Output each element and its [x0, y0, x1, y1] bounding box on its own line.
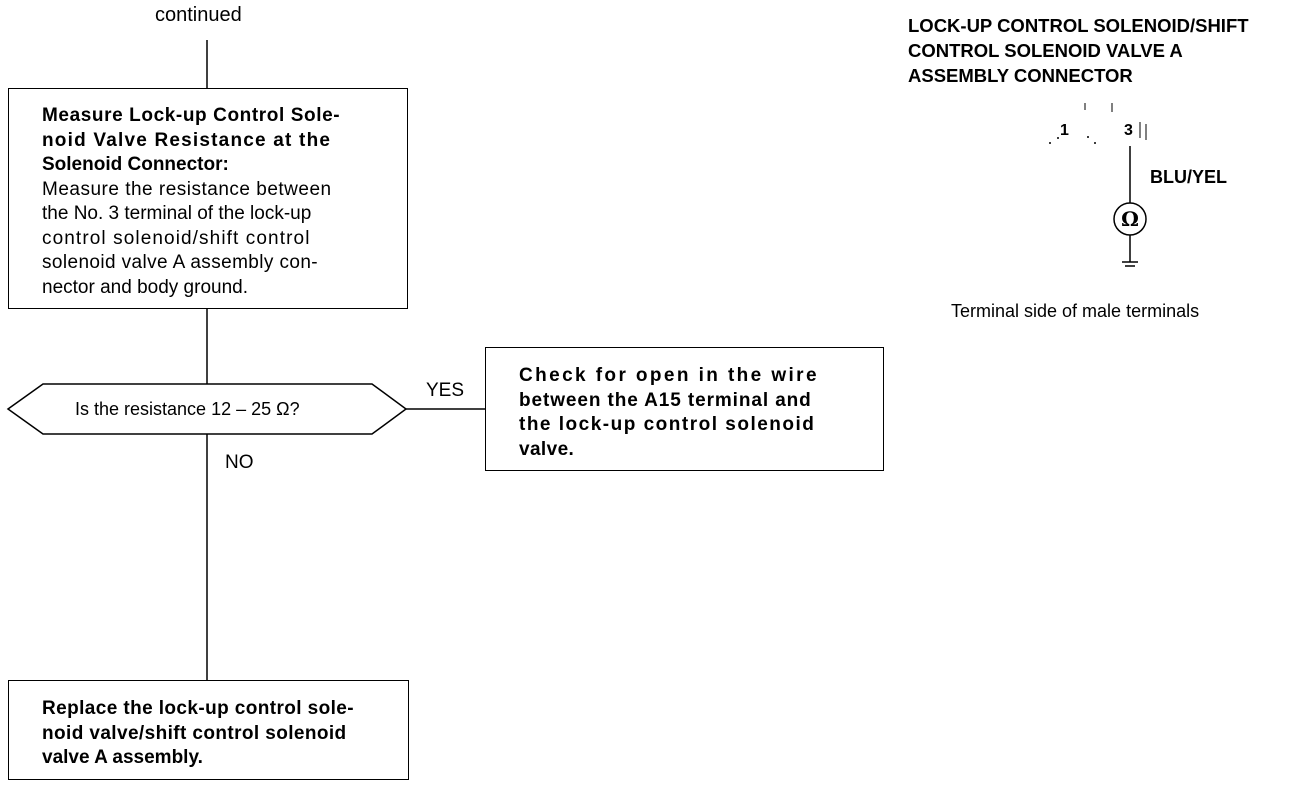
yes-result-text: Check for open in the wire between the A… — [519, 365, 819, 460]
ohm-symbol: Ω — [1121, 207, 1139, 231]
no-result-box: Replace the lock-up control sole- noid v… — [8, 680, 409, 780]
connector-title: LOCK-UP CONTROL SOLENOID/SHIFT CONTROL S… — [908, 15, 1249, 86]
ground-icon — [1122, 261, 1138, 267]
no-label: NO — [225, 452, 254, 473]
pin-1-label: 1 — [1060, 122, 1069, 139]
connector-pictogram — [1049, 103, 1147, 144]
connector-caption: Terminal side of male terminals — [951, 301, 1200, 321]
step-measure-title: Measure Lock-up Control Sole- noid Valve… — [42, 105, 341, 175]
no-result-text: Replace the lock-up control sole- noid v… — [42, 698, 354, 768]
pin-3-label: 3 — [1124, 122, 1133, 139]
step-measure-resistance-box: Measure Lock-up Control Sole- noid Valve… — [8, 88, 408, 309]
decision-question: Is the resistance 12 – 25 Ω? — [75, 399, 300, 419]
wire-color-label: BLU/YEL — [1150, 167, 1228, 187]
yes-result-box: Check for open in the wire between the A… — [485, 347, 884, 471]
yes-label: YES — [426, 380, 465, 401]
step-measure-body: Measure the resistance between the No. 3… — [42, 178, 332, 298]
continued-label: continued — [155, 4, 242, 26]
